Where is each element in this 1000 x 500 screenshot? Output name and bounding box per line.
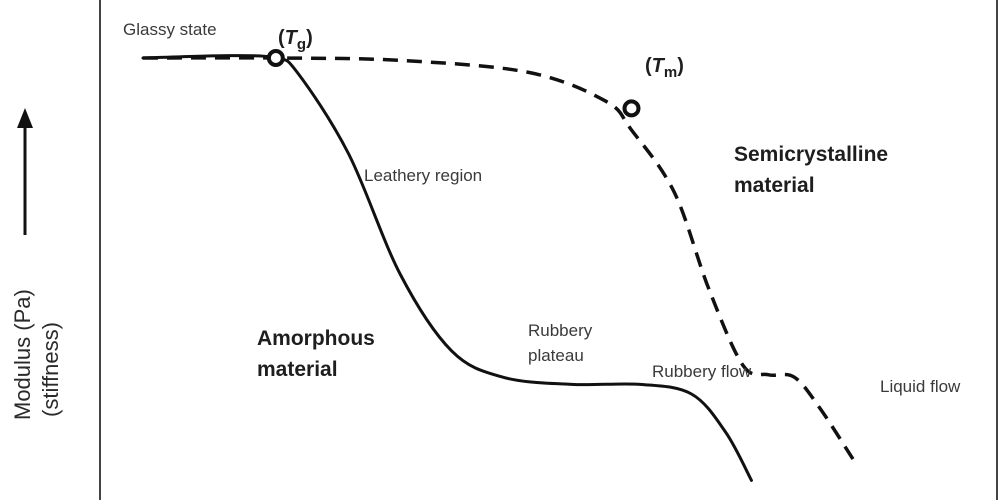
y-axis-sublabel: (stiffness)	[38, 322, 63, 417]
y-axis-arrow-icon	[17, 108, 33, 235]
tg-label: (Tg)	[278, 27, 313, 53]
amorphous-material-label-line2: material	[257, 358, 338, 381]
semicrystalline-material-label-line1: Semicrystalline	[734, 143, 888, 166]
tm-marker	[622, 99, 641, 118]
rubbery-flow-label: Rubbery flow	[652, 362, 752, 381]
rubbery-plateau-label-line1: Rubbery	[528, 321, 593, 340]
semicrystalline-material-label-line2: material	[734, 174, 815, 197]
tg-marker	[266, 49, 285, 67]
liquid-flow-label: Liquid flow	[880, 377, 961, 396]
leathery-region-label: Leathery region	[364, 166, 482, 185]
rubbery-plateau-label-line2: plateau	[528, 346, 584, 365]
series-amorphous-curve	[141, 54, 753, 482]
y-axis-label: Modulus (Pa)	[10, 289, 35, 420]
amorphous-material-label-line1: Amorphous	[257, 327, 375, 350]
tm-label: (Tm)	[645, 55, 684, 81]
glassy-state-label: Glassy state	[123, 20, 217, 39]
series-semicrystalline-curve	[142, 56, 856, 463]
